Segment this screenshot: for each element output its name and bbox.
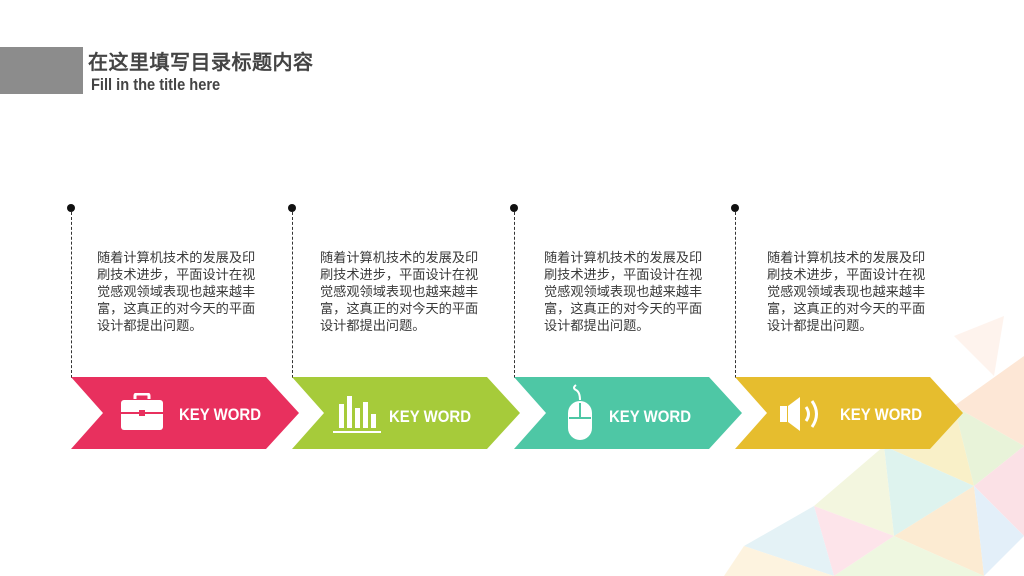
timeline-dashed-line xyxy=(292,212,293,378)
step-description: 随着计算机技术的发展及印刷技术进步，平面设计在视觉感观领域表现也越来越丰富，这真… xyxy=(320,251,479,334)
step-keyword: KEY WORD xyxy=(609,407,692,426)
step-arrow-banner xyxy=(735,377,963,449)
timeline-dashed-line xyxy=(735,212,736,378)
step-description: 随着计算机技术的发展及印刷技术进步，平面设计在视觉感观领域表现也越来越丰富，这真… xyxy=(97,251,256,334)
speaker-icon xyxy=(780,397,818,431)
timeline-dashed-line xyxy=(71,212,72,378)
step-keyword: KEY WORD xyxy=(179,405,262,424)
step-description: 随着计算机技术的发展及印刷技术进步，平面设计在视觉感观领域表现也越来越丰富，这真… xyxy=(544,251,703,334)
step-description: 随着计算机技术的发展及印刷技术进步，平面设计在视觉感观领域表现也越来越丰富，这真… xyxy=(767,251,926,334)
timeline-dot xyxy=(510,204,518,212)
briefcase-icon xyxy=(121,393,163,430)
bar-chart-icon xyxy=(333,396,381,433)
step-keyword: KEY WORD xyxy=(840,405,923,424)
step-keyword: KEY WORD xyxy=(389,407,472,426)
timeline-dot xyxy=(67,204,75,212)
step-arrow-banner xyxy=(71,377,299,449)
title-accent-block xyxy=(0,47,83,94)
page-title: 在这里填写目录标题内容 xyxy=(88,50,314,74)
page-subtitle: Fill in the title here xyxy=(91,75,221,94)
timeline-dot xyxy=(731,204,739,212)
mouse-icon xyxy=(568,384,592,440)
timeline-dot xyxy=(288,204,296,212)
timeline-dashed-line xyxy=(514,212,515,378)
